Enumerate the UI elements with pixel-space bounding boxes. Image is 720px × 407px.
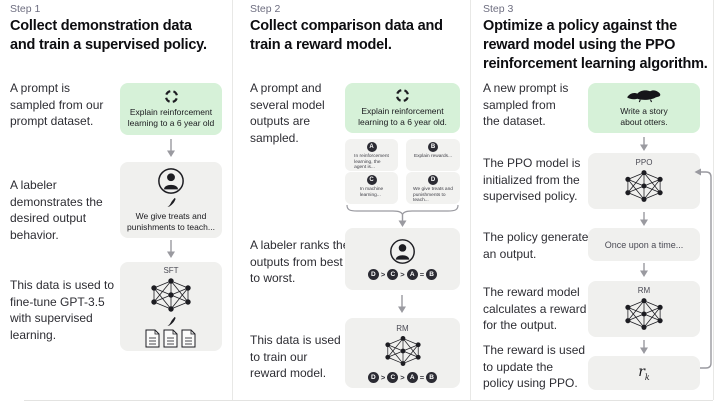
neural-network-icon (622, 168, 666, 204)
step3-label: Step 3 (483, 3, 514, 15)
down-arrow-icon (639, 212, 649, 227)
output-a-text: In reinforcement learning, the agent is.… (354, 154, 389, 171)
step1-caption-finetune: This data is used to fine-tune GPT-3.5 w… (10, 278, 115, 342)
down-arrow-icon (166, 139, 176, 158)
step2-caption-train: This data is used to train our reward mo… (250, 333, 341, 380)
step1-labeler-box: We give treats and punishments to teach.… (120, 162, 222, 238)
step3-output-text: Once upon a time... (604, 239, 684, 250)
ppo-label: PPO (635, 158, 653, 167)
rank-circle: A (406, 371, 418, 383)
step2-labeler-box: D > C > A = B (345, 228, 460, 290)
neural-network-icon (382, 334, 424, 368)
output-c-text: In machine learning... (359, 187, 384, 198)
down-arrow-icon (397, 295, 407, 314)
column-divider (232, 0, 233, 400)
output-a-box: A In reinforcement learning, the agent i… (345, 139, 398, 171)
ranking-row: D > C > A = B (367, 371, 438, 383)
column-divider (713, 0, 714, 400)
bottom-divider (24, 400, 713, 401)
rank-circle: C (387, 371, 399, 383)
rank-circle: C (387, 269, 399, 280)
step1-heading: Collect demonstration data and train a s… (10, 18, 207, 53)
rank-circle: D (367, 269, 379, 280)
step3-prompt-text: Write a story about otters. (620, 106, 668, 127)
ranking-row: D > C > A = B (367, 269, 438, 280)
step2-caption-sampled: A prompt and several model outputs are s… (250, 81, 325, 145)
step3-caption-ppo-init: The PPO model is initialized from the su… (483, 156, 581, 203)
rank-separator: > (380, 372, 386, 382)
output-d-letter: D (428, 175, 438, 185)
rank-circle: B (426, 269, 438, 280)
step2-rm-box: RM D > C > A = B (345, 318, 460, 388)
sample-dashed-circle-icon (395, 88, 410, 103)
step1-sft-box: SFT (120, 262, 222, 351)
step3-caption-update: The reward is used to update the policy … (483, 343, 586, 390)
step3-caption-new-prompt: A new prompt is sampled from the dataset… (483, 81, 569, 128)
output-d-box: D We give treats and punishments to teac… (406, 172, 460, 204)
step2-heading: Collect comparison data and train a rewa… (250, 18, 443, 53)
step3-output-box: Once upon a time... (588, 228, 700, 261)
down-arrow-icon (639, 137, 649, 152)
step1-labeler-text: We give treats and punishments to teach.… (127, 211, 215, 232)
sample-dashed-circle-icon (164, 89, 179, 104)
rm-label: RM (637, 286, 651, 295)
step3-prompt-box: Write a story about otters. (588, 83, 700, 133)
step1-caption-prompt: A prompt is sampled from our prompt data… (10, 81, 104, 128)
labeler-person-icon (157, 167, 185, 195)
down-arrow-icon (639, 263, 649, 278)
neural-network-icon (148, 276, 194, 314)
step1-caption-labeler: A labeler demonstrates the desired outpu… (10, 178, 103, 242)
labeler-person-icon (389, 238, 416, 265)
loop-arrow-icon (692, 166, 716, 378)
neural-network-icon (622, 296, 666, 332)
step3-rm-box: RM (588, 281, 700, 337)
rank-separator: > (400, 270, 405, 279)
step3-caption-reward-calc: The reward model calculates a reward for… (483, 285, 587, 332)
column-divider (470, 0, 471, 400)
rank-separator: = (419, 270, 425, 279)
rank-separator: = (419, 372, 425, 382)
documents-icon (145, 329, 197, 348)
step2-prompt-box: Explain reinforcement learning to a 6 ye… (345, 83, 460, 133)
step3-caption-generates: The policy generates an output. (483, 230, 595, 261)
output-c-box: C In machine learning... (345, 172, 398, 204)
rank-circle: B (426, 371, 438, 383)
otter-icon (625, 88, 663, 103)
down-arrow-icon (166, 240, 176, 259)
down-arrow-icon (639, 340, 649, 355)
pen-icon (166, 316, 177, 327)
output-a-letter: A (366, 142, 377, 152)
pen-icon (166, 197, 177, 208)
sft-label: SFT (163, 265, 179, 275)
rank-circle: D (367, 371, 379, 383)
step2-label: Step 2 (250, 3, 281, 15)
step3-ppo-box: PPO (588, 153, 700, 209)
rank-separator: > (380, 270, 386, 279)
step1-label: Step 1 (10, 3, 41, 15)
brace-arrow-icon (345, 204, 460, 229)
step1-prompt-box: Explain reinforcement learning to a 6 ye… (120, 83, 222, 135)
step2-prompt-text: Explain reinforcement learning to a 6 ye… (358, 106, 447, 127)
step3-heading: Optimize a policy against the reward mod… (483, 18, 708, 72)
output-b-letter: B (428, 142, 438, 152)
step1-prompt-text: Explain reinforcement learning to a 6 ye… (127, 107, 215, 128)
reward-symbol: rk (638, 364, 650, 382)
output-d-text: We give treats and punishments to teach.… (413, 187, 453, 204)
output-b-box: B Explain rewards... (406, 139, 460, 171)
output-c-letter: C (366, 175, 377, 185)
output-b-text: Explain rewards... (413, 154, 453, 159)
step2-caption-ranks: A labeler ranks the outputs from best to… (250, 238, 350, 285)
step3-reward-box: rk (588, 356, 700, 390)
rm-label: RM (396, 323, 409, 333)
rank-circle: A (406, 269, 418, 280)
rank-separator: > (400, 372, 405, 382)
